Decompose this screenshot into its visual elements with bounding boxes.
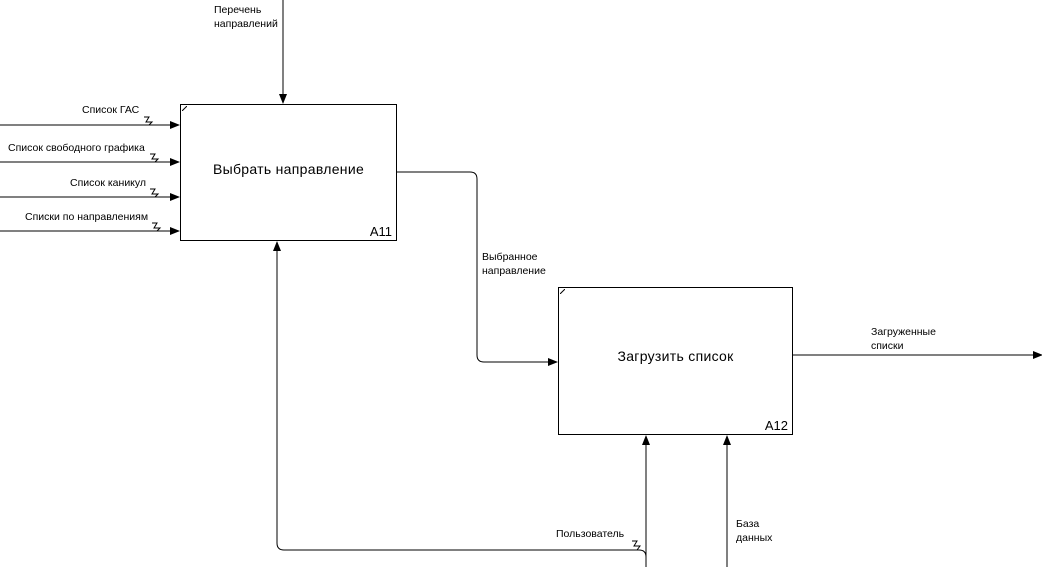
squiggle-user [632, 540, 641, 551]
activity-box-a11: Выбрать направление A11 [180, 104, 397, 241]
activity-id-a12: A12 [764, 418, 788, 433]
squiggle-gas [144, 116, 154, 126]
squiggle-free [150, 153, 160, 163]
box-corner-mark [182, 106, 187, 111]
activity-id-a11: A11 [369, 224, 392, 239]
activity-title-a12: Загрузить список [617, 348, 734, 364]
activity-title-a11: Выбрать направление [212, 161, 365, 177]
label-selected-direction: Выбранное направление [482, 251, 546, 277]
arrow-selected-direction [397, 171, 558, 366]
label-mech-db: База данных [736, 518, 773, 544]
label-control-list: Перечень направлений [214, 4, 278, 30]
label-input-free: Список свободного графика [8, 142, 145, 154]
label-input-gas: Список ГАС [82, 104, 140, 116]
label-mech-user: Пользователь [556, 528, 625, 540]
squiggle-directions [152, 222, 162, 232]
squiggle-vacation [150, 188, 160, 198]
label-output-loaded: Загруженные списки [871, 326, 936, 352]
activity-box-a12: Загрузить список A12 [558, 287, 793, 435]
label-input-vacation: Список каникул [70, 177, 147, 189]
box-corner-mark [560, 289, 565, 294]
label-input-directions: Списки по направлениям [25, 211, 149, 223]
arrow-mech-user-a11 [273, 241, 647, 558]
